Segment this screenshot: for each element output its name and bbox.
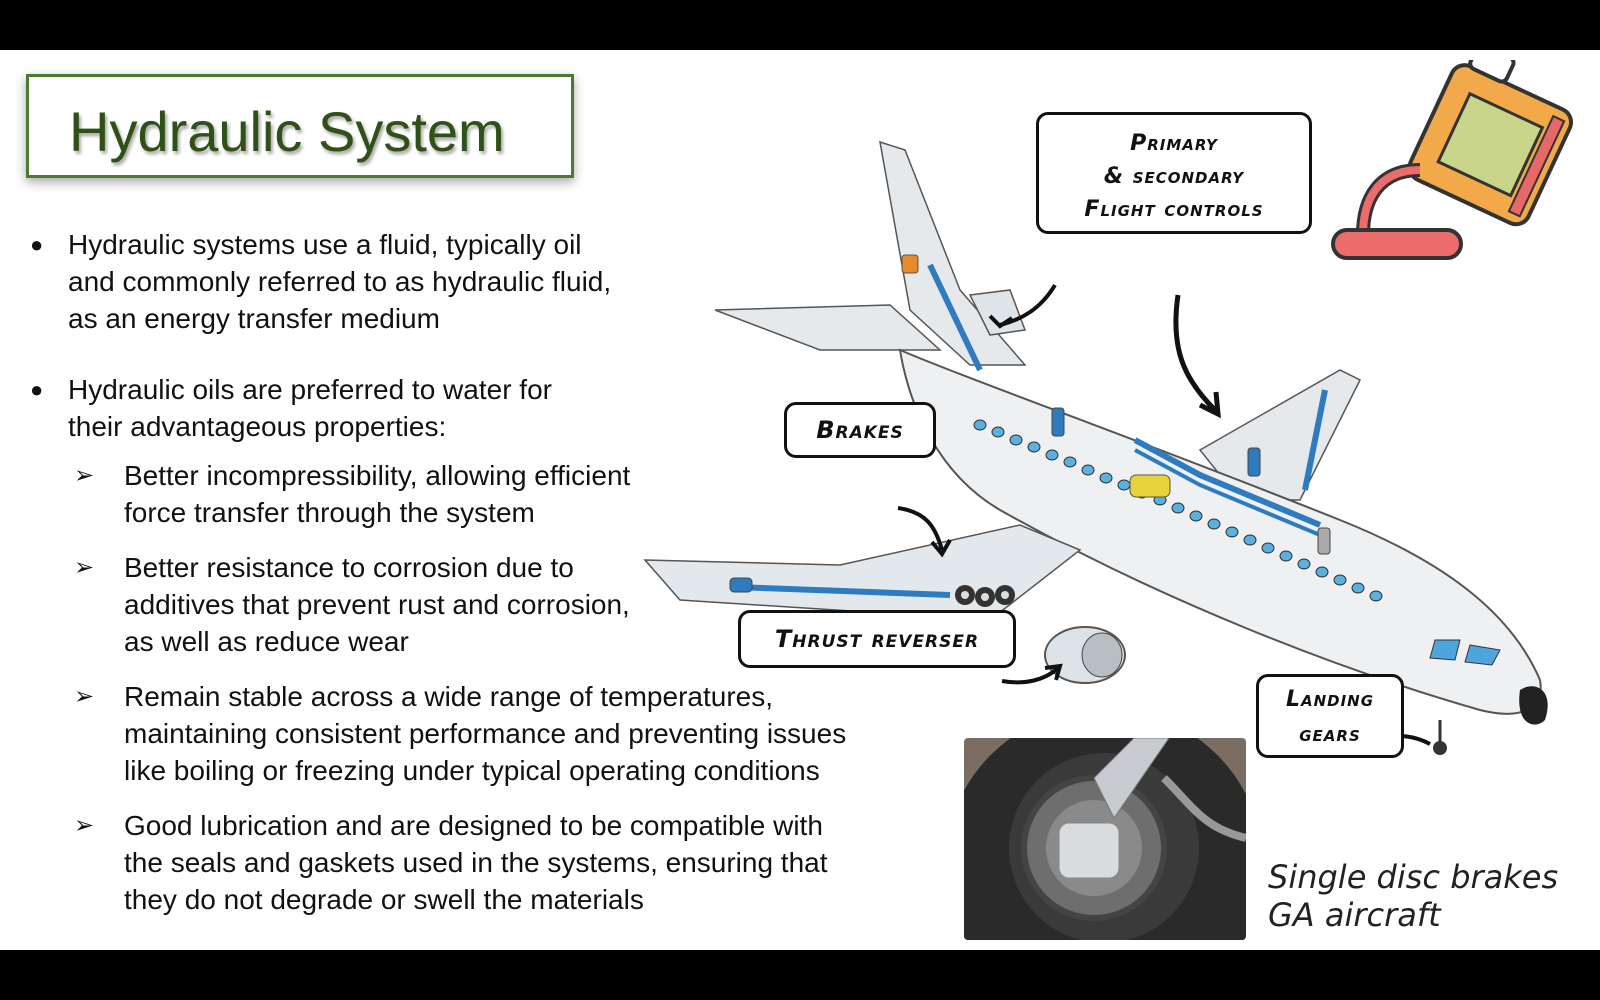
- label-thrust-reverser: Thrust reverser: [738, 610, 1016, 668]
- title-box: Hydraulic System: [26, 74, 574, 178]
- slide-title: Hydraulic System: [69, 100, 505, 163]
- caption-line: Single disc brakes: [1268, 858, 1559, 896]
- arrow-bullet-icon: ➢: [74, 682, 95, 710]
- actuator: [1247, 447, 1261, 477]
- bullet-line: Hydraulic oils are preferred to water fo…: [68, 374, 552, 405]
- near-wing: [643, 524, 1082, 621]
- main-landing-gear: [955, 585, 1015, 607]
- sub-bullet-line: the seals and gaskets used in the system…: [124, 847, 828, 878]
- passenger-windows: [973, 419, 1383, 602]
- actuator: [1317, 527, 1331, 555]
- sub-bullet-item: ➢ Better incompressibility, allowing eff…: [30, 457, 930, 531]
- sub-bullet-line: like boiling or freezing under typical o…: [124, 755, 820, 786]
- cockpit-window: [1429, 639, 1461, 661]
- bullet-line: Hydraulic systems use a fluid, typically…: [68, 229, 582, 260]
- sub-bullet-line: maintaining consistent performance and p…: [124, 718, 847, 749]
- label-text: Thrust reverser: [774, 625, 980, 653]
- horizontal-stabilizer-right: [968, 289, 1027, 336]
- bullet-dot-icon: ●: [30, 377, 44, 402]
- arrow-bullet-icon: ➢: [74, 553, 95, 581]
- bullet-item: ● Hydraulic oils are preferred to water …: [30, 371, 930, 445]
- hydraulic-line: [1133, 437, 1322, 528]
- arrow-bullet-icon: ➢: [74, 811, 95, 839]
- pointer-arrow: [1001, 666, 1060, 685]
- hydraulic-line: [1302, 389, 1328, 491]
- bullet-line: their advantageous properties:: [68, 411, 447, 442]
- airplane-illustration: [643, 140, 1548, 755]
- pointer-arrow: [1173, 294, 1217, 412]
- sub-bullet-line: Remain stable across a wide range of tem…: [124, 681, 773, 712]
- label-line: gears: [1299, 722, 1361, 747]
- sub-bullet-item: ➢ Good lubrication and are designed to b…: [30, 807, 930, 918]
- photo-caption: Single disc brakes GA aircraft: [1268, 858, 1558, 934]
- sub-bullet-line: as well as reduce wear: [124, 626, 409, 657]
- hydraulic-line: [1134, 448, 1321, 537]
- caption-line: GA aircraft: [1268, 896, 1441, 934]
- label-text: Brakes: [816, 416, 904, 444]
- bullet-item: ● Hydraulic systems use a fluid, typical…: [30, 226, 930, 337]
- sub-bullet-line: Better resistance to corrosion due to: [124, 552, 574, 583]
- label-line: Landing: [1285, 687, 1375, 712]
- slide: Hydraulic System ● Hydraulic systems use…: [0, 50, 1600, 950]
- label-landing-gears: Landing gears: [1256, 674, 1404, 758]
- bullet-line: and commonly referred to as hydraulic fl…: [68, 266, 612, 297]
- arrow-bullet-icon: ➢: [74, 461, 95, 489]
- label-line: & secondary: [1103, 164, 1245, 189]
- actuator: [729, 577, 753, 593]
- cockpit-window: [1464, 644, 1501, 666]
- tail-actuator: [901, 254, 919, 274]
- pointer-arrow: [897, 506, 944, 551]
- fluid-can-icon: [1331, 60, 1574, 260]
- label-line: Primary: [1130, 131, 1218, 156]
- vertical-tail: [879, 140, 1027, 366]
- engine-inlet: [1081, 632, 1123, 678]
- bullet-list: ● Hydraulic systems use a fluid, typical…: [30, 226, 930, 936]
- sub-bullet-item: ➢ Better resistance to corrosion due to …: [30, 549, 930, 660]
- hydraulic-line: [927, 263, 983, 372]
- sub-bullet-line: force transfer through the system: [124, 497, 535, 528]
- actuator: [1051, 407, 1065, 437]
- label-brakes: Brakes: [784, 402, 936, 458]
- bullet-dot-icon: ●: [30, 232, 44, 257]
- nose-landing-gear: [1433, 720, 1447, 755]
- sub-bullet-item: ➢ Remain stable across a wide range of t…: [30, 678, 930, 789]
- label-flight-controls: Primary & secondary Flight controls: [1036, 112, 1312, 234]
- bullet-line: as an energy transfer medium: [68, 303, 440, 334]
- hydraulic-reservoir: [1129, 474, 1171, 498]
- aircraft-nose: [1519, 686, 1548, 725]
- sub-bullet-line: Good lubrication and are designed to be …: [124, 810, 823, 841]
- label-line: Flight controls: [1084, 197, 1264, 222]
- disc-brake-photo: [964, 738, 1246, 940]
- sub-bullet-line: Better incompressibility, allowing effic…: [124, 460, 631, 491]
- horizontal-stabilizer: [714, 304, 942, 351]
- sub-bullet-line: they do not degrade or swell the materia…: [124, 884, 644, 915]
- sub-bullet-line: additives that prevent rust and corrosio…: [124, 589, 630, 620]
- hydraulic-line: [734, 584, 951, 598]
